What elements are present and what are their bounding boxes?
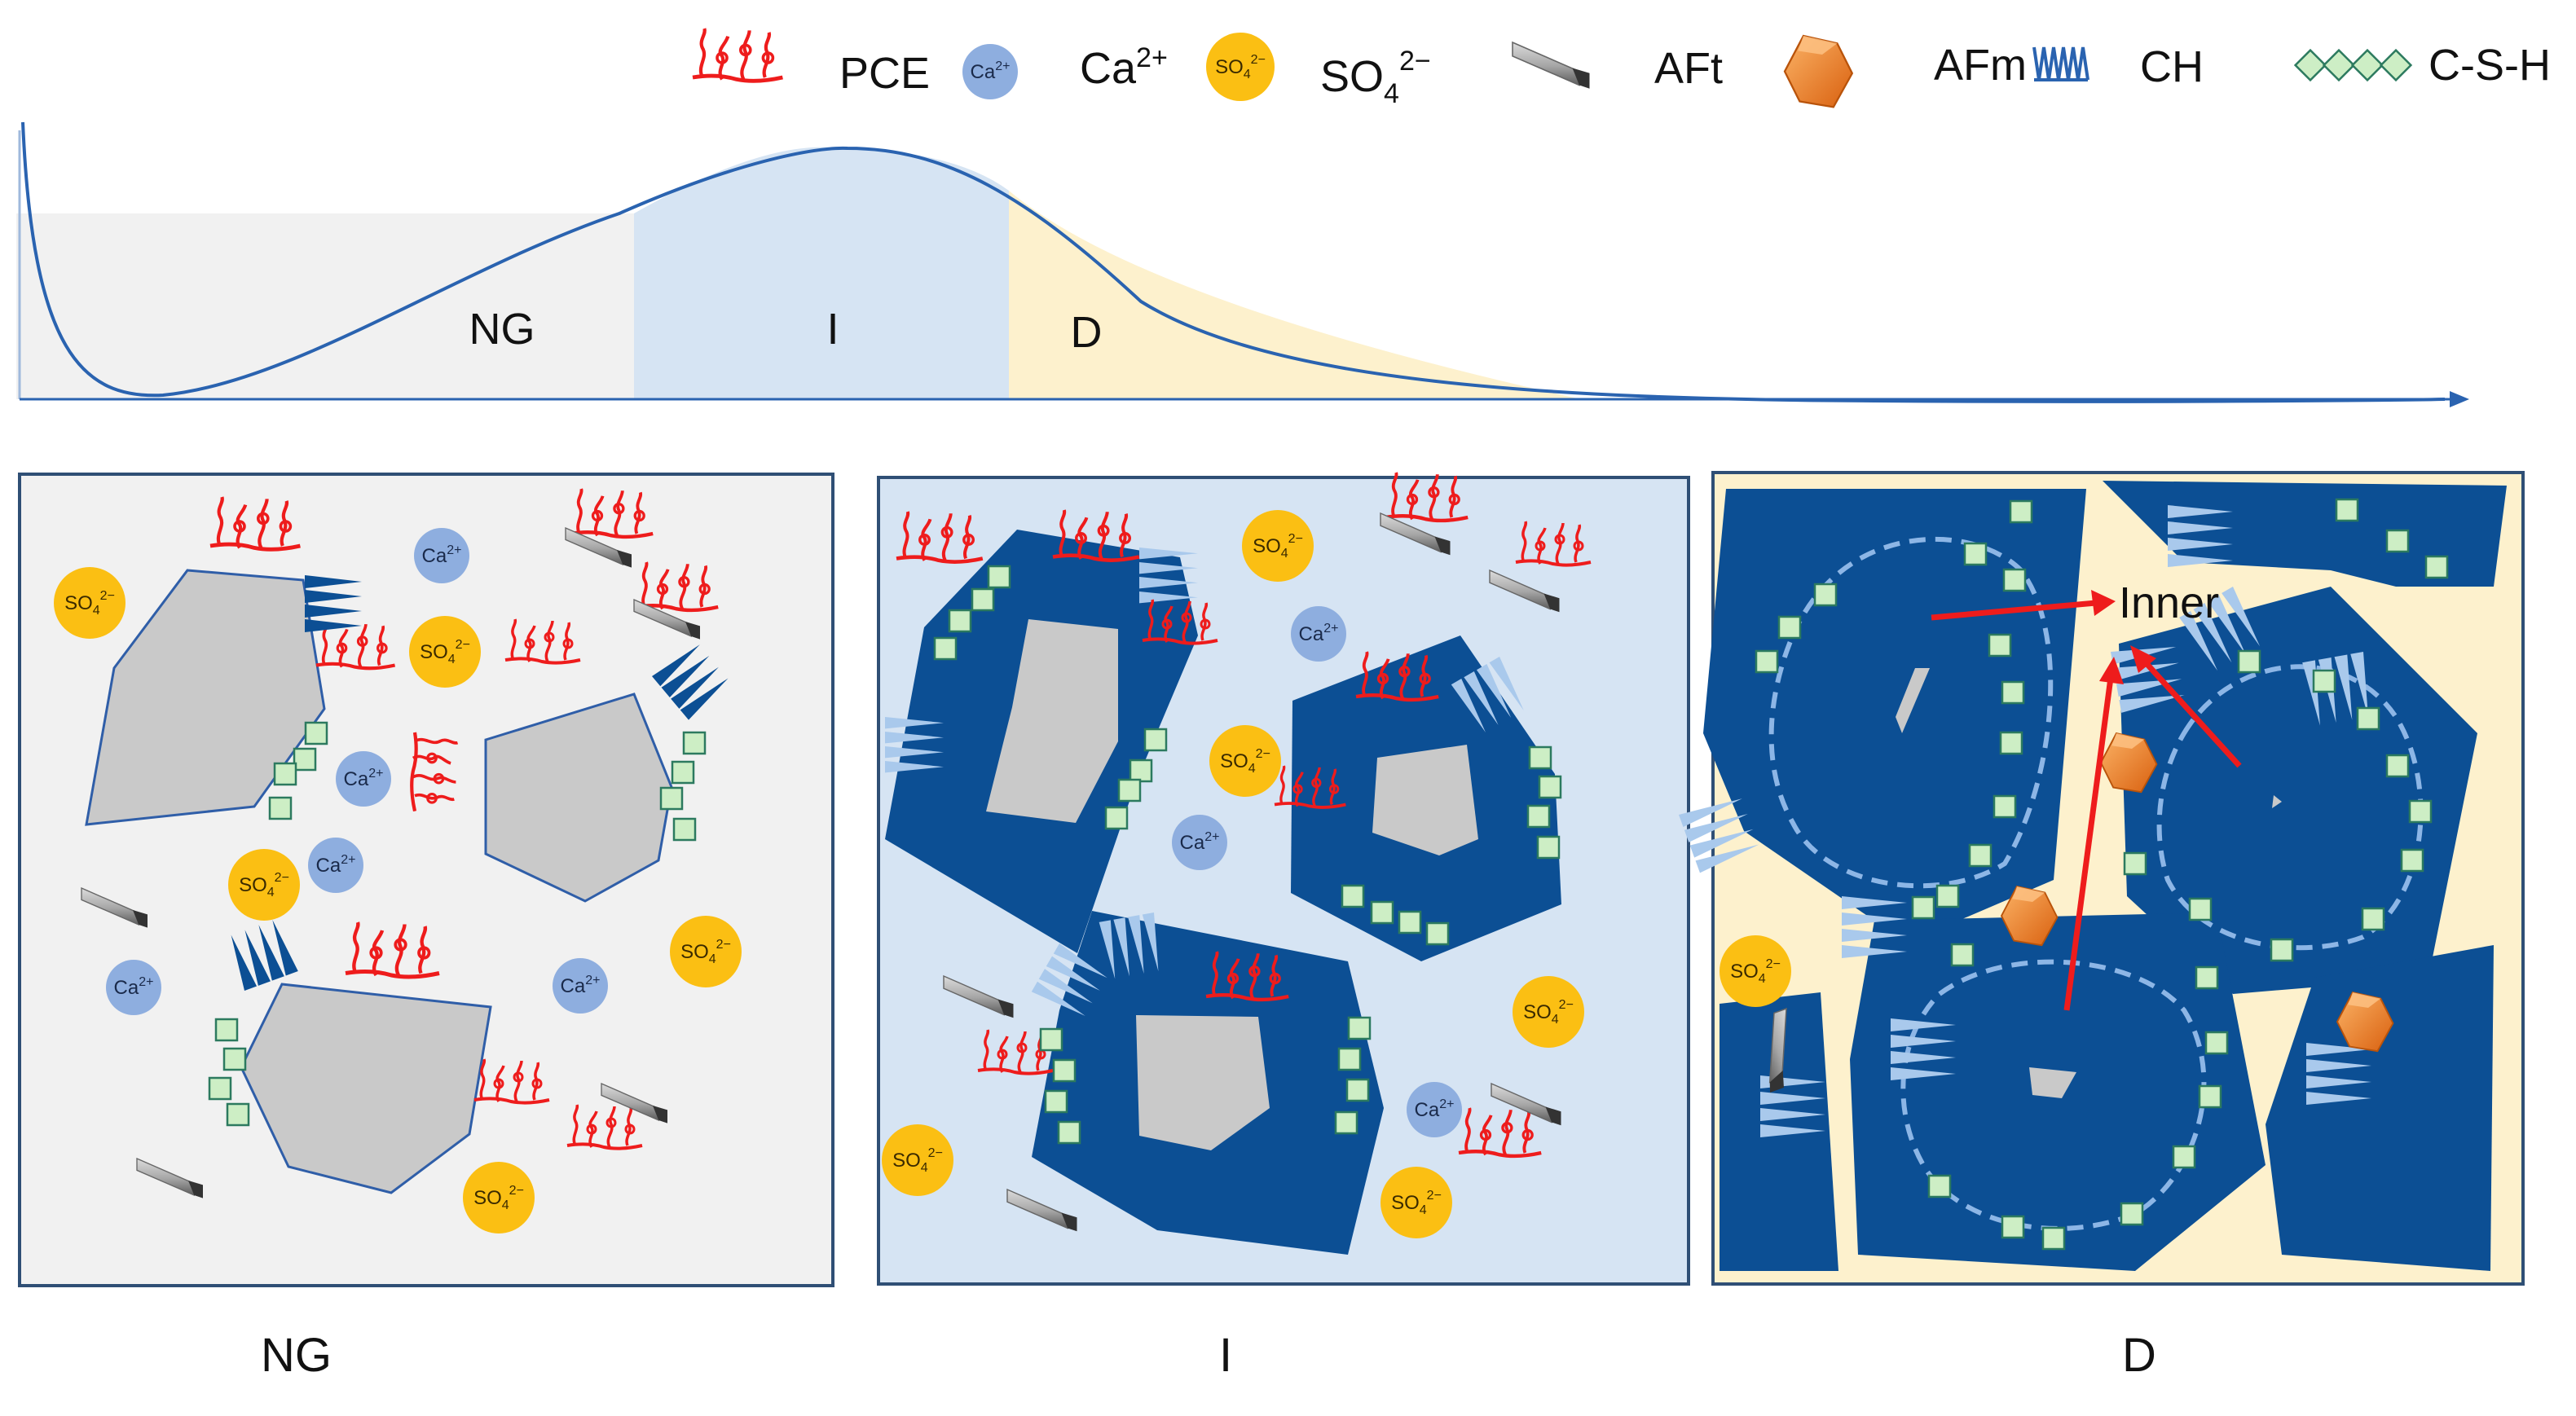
inner-growth-arrows	[1931, 590, 2242, 1011]
svg-text:Ca2+: Ca2+	[422, 543, 462, 567]
so4-ion: SO42−	[1380, 1167, 1452, 1238]
curve-stage-ng-label: NG	[469, 305, 535, 354]
so4-ion: SO42−	[670, 916, 742, 987]
hydration-curve-plot: NG I D	[16, 121, 2469, 407]
legend-afm-label: AFm	[1934, 41, 2027, 90]
ca-ion: Ca2+	[308, 838, 363, 893]
x-axis-arrowhead	[2450, 391, 2469, 407]
csh-legend-icon	[2294, 49, 2412, 81]
ca-legend-icon: Ca2+	[962, 44, 1018, 99]
svg-text:SO42−: SO42−	[1215, 53, 1266, 81]
svg-text:Ca2+: Ca2+	[114, 975, 154, 999]
panel-ng-caption: NG	[261, 1329, 332, 1382]
residual-core	[2272, 795, 2282, 808]
so4-ion: SO42−	[882, 1124, 953, 1196]
svg-text:SO42−: SO42−	[1220, 747, 1270, 776]
ch-legend-icon	[2032, 46, 2089, 81]
so4-legend-icon: SO42−	[1206, 33, 1275, 101]
svg-text:SO42−: SO42−	[1391, 1189, 1442, 1217]
hydrated-grain	[2119, 587, 2477, 994]
so4-ion: SO42−	[1242, 510, 1314, 582]
svg-text:SO42−: SO42−	[239, 871, 289, 899]
legend: PCE Ca2+ Ca2+ SO42− SO42− AFt AFm CH C-S…	[693, 29, 2551, 109]
stage-region-i	[634, 147, 1009, 399]
curve-stage-i-label: I	[826, 305, 839, 354]
panel-ng: Ca2+ Ca2+ Ca2+ Ca2+ Ca2+ SO42− SO42− SO4…	[18, 473, 834, 1287]
svg-text:SO42−: SO42−	[473, 1184, 524, 1212]
so4-ion: SO42−	[1513, 976, 1584, 1048]
heat-flow-curve	[21, 121, 2446, 403]
ca-ion: Ca2+	[336, 751, 391, 807]
hydrated-grain	[1703, 489, 2086, 929]
stage-region-d	[1009, 191, 1581, 399]
inner-product-boundary	[2156, 664, 2424, 951]
cement-core	[1372, 745, 1478, 855]
residual-core	[2029, 1067, 2076, 1098]
svg-text:SO42−: SO42−	[420, 638, 470, 666]
aft-legend-icon	[1512, 42, 1591, 90]
hydrated-grain	[2266, 945, 2494, 1271]
svg-text:Ca2+: Ca2+	[561, 974, 601, 997]
ca-ion: Ca2+	[106, 960, 161, 1015]
svg-text:Ca2+: Ca2+	[1415, 1097, 1455, 1121]
cement-particle	[85, 569, 326, 826]
curve-stage-d-label: D	[1071, 308, 1103, 357]
svg-text:SO42−: SO42−	[1523, 998, 1574, 1027]
cement-particle	[484, 693, 673, 903]
cement-core	[986, 619, 1118, 823]
so4-ion: SO42−	[1720, 935, 1791, 1007]
ca-ion: Ca2+	[553, 958, 608, 1014]
so4-ion: SO42−	[54, 567, 125, 639]
panel-d-caption: D	[2122, 1329, 2156, 1382]
stage-region-ng	[16, 213, 634, 399]
panel-i: Ca2+ Ca2+ Ca2+ SO42− SO42− SO42− SO42− S…	[877, 473, 1690, 1286]
legend-aft-label: AFt	[1654, 44, 1723, 93]
so4-ion: SO42−	[1209, 725, 1281, 797]
svg-text:SO42−: SO42−	[892, 1146, 943, 1175]
legend-pce-label: PCE	[839, 49, 930, 98]
svg-text:SO42−: SO42−	[680, 938, 731, 966]
legend-ca-label: Ca2+	[1080, 42, 1168, 93]
ca-ion: Ca2+	[1172, 815, 1227, 870]
legend-csh-label: C-S-H	[2428, 41, 2551, 90]
so4-ion: SO42−	[463, 1162, 535, 1234]
cement-core	[1136, 1015, 1270, 1150]
pce-legend-icon	[693, 29, 782, 81]
panel-d: SO42− Inner	[1679, 471, 2525, 1286]
ca-ion: Ca2+	[1407, 1082, 1462, 1137]
legend-ch-label: CH	[2140, 42, 2204, 91]
residual-core	[1896, 668, 1930, 733]
so4-ion: SO42−	[228, 849, 300, 921]
svg-text:Ca2+: Ca2+	[1299, 622, 1339, 645]
svg-text:Ca2+: Ca2+	[1180, 830, 1220, 854]
svg-text:SO42−: SO42−	[1253, 532, 1303, 561]
svg-text:Ca2+: Ca2+	[344, 767, 384, 790]
svg-text:Ca2+: Ca2+	[316, 853, 356, 877]
inner-product-boundary	[1768, 536, 2054, 889]
legend-so4-label: SO42−	[1320, 46, 1431, 109]
svg-text:SO42−: SO42−	[64, 589, 115, 618]
svg-text:Ca2+: Ca2+	[971, 59, 1011, 83]
ca-ion: Ca2+	[414, 528, 469, 583]
so4-ion: SO42−	[409, 616, 481, 688]
ca-ion: Ca2+	[1291, 606, 1346, 662]
afm-legend-icon	[1783, 34, 1853, 108]
panel-i-caption: I	[1219, 1329, 1233, 1382]
inner-label: Inner	[2119, 578, 2219, 627]
svg-text:SO42−: SO42−	[1730, 957, 1781, 986]
